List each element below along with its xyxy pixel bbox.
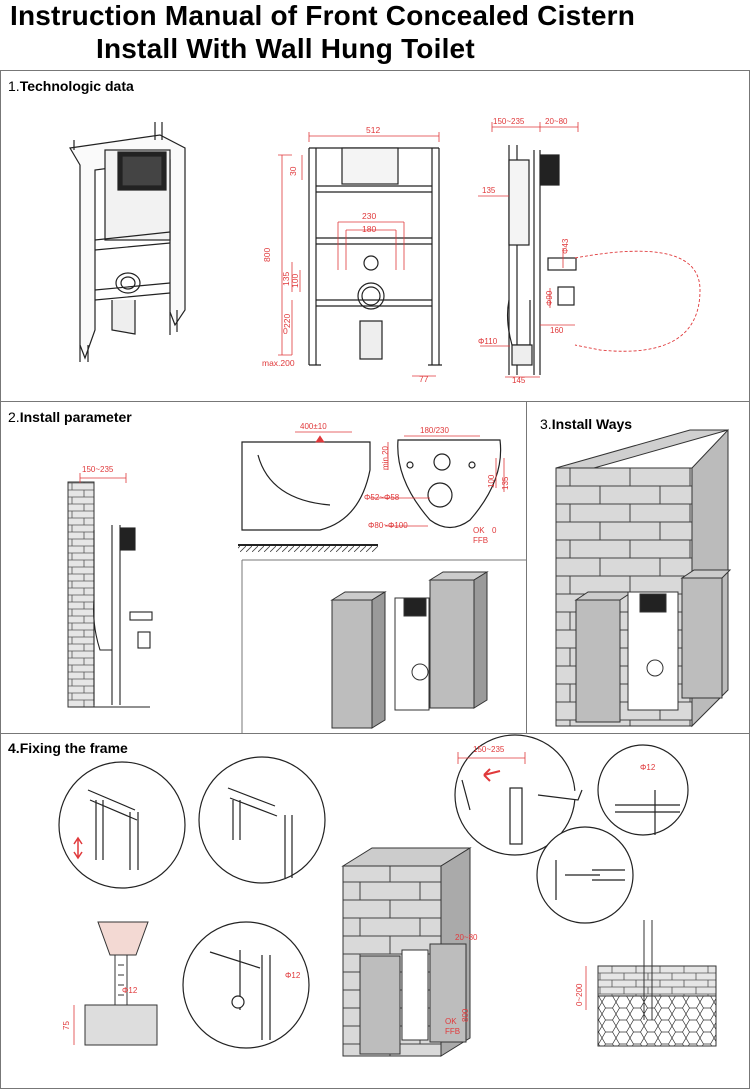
install-way-3-pillars [574,569,732,723]
p4-dim-20-80: 20~80 [455,933,478,942]
p4-phi12-b: Φ12 [285,971,301,980]
toilet-outline-dashed [574,250,701,352]
fixing-circle-1 [58,761,186,889]
tighten-bracket-circle [536,826,634,924]
brick-wall-side [67,481,95,708]
drill-into-floor [84,921,158,1046]
title-line-2: Install With Wall Hung Toilet [96,33,475,64]
p4-dim-800: 800 [461,1008,470,1022]
p2-inner-box [241,559,527,734]
p2-ffb: FFB [473,536,488,545]
floor-hatch [238,546,378,552]
dim-side-150-235: 150~235 [493,117,525,126]
dim-220: 220 [282,314,292,328]
p2-dim-135: 135 [501,476,510,490]
p2-dim-phi52: Φ52~Φ58 [364,493,400,502]
p4-bracket-dim [457,752,526,764]
p4-ok: OK [445,1017,457,1026]
section-4-title: 4.Fixing the frame [8,740,128,756]
section-3-title: 3.Install Ways [540,416,633,432]
p4-dim-75: 75 [62,1021,71,1030]
dim-230: 230 [362,211,376,221]
frame-side-elevation [506,145,577,375]
wall-bracket-circle [454,734,583,856]
p4-dim-150-235: 150~235 [473,745,505,754]
p2-back-dim-lines [370,435,505,527]
dim-77: 77 [419,374,429,384]
fixing-circle-2 [198,756,326,884]
dim-side-135: 135 [482,186,496,195]
dim-180: 180 [362,224,376,234]
install-way-pillars [330,571,489,729]
dim-phi110: Φ110 [478,337,498,346]
p2-dim-min20: min.20 [381,445,390,470]
dim-800: 800 [262,248,272,262]
p2-dim-400: 400±10 [300,422,327,431]
section-2-title: 2.Install parameter [8,409,132,425]
p4-dim-0-200: 0~200 [575,983,584,1006]
side-dimension-lines [478,122,579,378]
p2-dim-180-230: 180/230 [420,426,449,435]
p2-height-marker [295,431,352,443]
bowl-back-view [397,439,502,529]
dim-max200: max.200 [262,358,295,368]
p2-dim-100: 100 [487,474,496,488]
p2-dim-phi80: Φ80~Φ100 [368,521,408,530]
drill-bracket-circle [597,744,689,836]
p4-ffb: FFB [445,1027,460,1036]
dim-160: 160 [550,326,564,335]
adjust-arrow-icon [73,836,83,860]
insert-arrow-icon [483,768,501,782]
dim-phi43: Φ43 [561,238,570,254]
dim-0: 0 [283,326,288,336]
p2-dim-150-235: 150~235 [82,465,114,474]
dim-135: 135 [281,272,291,286]
frame-3d-drawing [69,122,186,362]
frame-front-elevation [308,147,442,366]
p2-dim-line [79,473,127,483]
title-line-1: Instruction Manual of Front Concealed Ci… [10,0,636,31]
p2-zero: 0 [492,526,497,535]
dim-phi90: Φ90 [545,290,554,306]
p4-phi12-a: Φ12 [122,986,138,995]
dim-145: 145 [512,376,526,385]
fixing-circle-3 [182,921,310,1049]
bowl-side-view [238,441,378,546]
dim-30: 30 [288,166,298,176]
section-1-title: 1.Technologic data [8,78,134,94]
front-dimension-lines [278,132,440,377]
dim-side-20-80: 20~80 [545,117,568,126]
floor-anchor-detail [597,920,717,1047]
install-wall-section-4 [341,847,472,1057]
p2-ok: OK [473,526,485,535]
dim-512: 512 [366,125,380,135]
dim-100: 100 [290,274,300,288]
p4-phi12-c: Φ12 [640,763,656,772]
frame-in-wall-side [70,525,153,708]
